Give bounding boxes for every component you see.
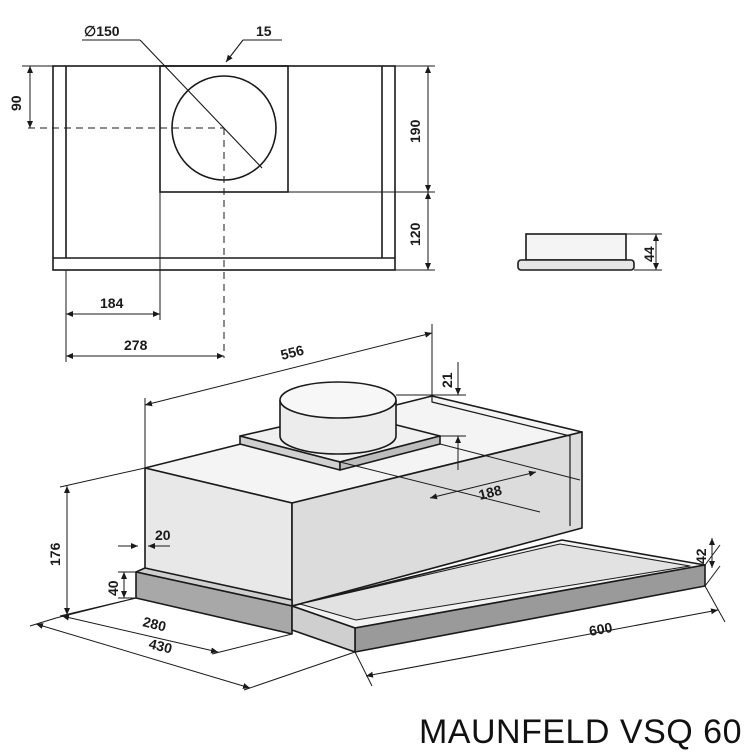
isometric-view bbox=[135, 381, 706, 653]
top-view-labels: ∅150 15 90 190 120 184 278 bbox=[8, 23, 423, 353]
dim-556-line bbox=[144, 331, 433, 407]
dim-280-ext-left bbox=[55, 597, 137, 619]
isometric-dimensions bbox=[29, 324, 726, 691]
label-diameter: ∅150 bbox=[84, 23, 120, 39]
dim-280-line bbox=[61, 614, 219, 654]
label-height-44: 44 bbox=[641, 246, 657, 262]
collar-top-ellipse bbox=[279, 381, 397, 419]
label-width-280: 280 bbox=[141, 613, 168, 634]
slide-inner-recess bbox=[299, 543, 691, 621]
dim-188-ext-b bbox=[439, 443, 581, 481]
side-profile-view bbox=[517, 233, 662, 271]
model-caption: MAUNFELD VSQ 60 bbox=[418, 713, 742, 751]
label-collar-21: 21 bbox=[439, 372, 455, 388]
top-view bbox=[22, 39, 435, 362]
label-slide-42: 42 bbox=[693, 548, 709, 564]
diameter-leader bbox=[139, 39, 263, 169]
side-profile-body bbox=[525, 233, 627, 261]
casing-back-rim bbox=[431, 396, 571, 526]
label-width-430: 430 bbox=[147, 635, 174, 656]
dim-430-ext-left bbox=[29, 617, 57, 627]
dim-430-ext-right bbox=[243, 651, 356, 691]
label-height-120: 120 bbox=[407, 222, 423, 246]
dim-42-ext-bot bbox=[704, 565, 721, 587]
label-front-40: 40 bbox=[105, 580, 121, 596]
dim-600-ext-right bbox=[704, 585, 726, 623]
label-lip-20: 20 bbox=[155, 527, 171, 543]
label-width-278: 278 bbox=[124, 337, 148, 353]
dim-188-line bbox=[429, 470, 537, 500]
label-width-600: 600 bbox=[588, 619, 614, 639]
dim-176-ext-top bbox=[59, 467, 146, 488]
label-width-184: 184 bbox=[100, 295, 124, 311]
side-profile-base bbox=[517, 259, 635, 271]
label-offset-15: 15 bbox=[256, 23, 272, 39]
dim-430-line bbox=[35, 623, 251, 689]
isometric-labels: 556 21 188 176 20 40 42 280 430 600 bbox=[47, 342, 709, 657]
offset-15-leader bbox=[225, 39, 244, 63]
label-offset-188: 188 bbox=[477, 482, 504, 503]
label-depth-556: 556 bbox=[279, 342, 306, 363]
label-height-176: 176 bbox=[47, 542, 63, 566]
label-height-90: 90 bbox=[8, 95, 24, 111]
dim-280-ext-right bbox=[211, 633, 293, 655]
dim-600-ext-left bbox=[354, 651, 373, 687]
label-height-190: 190 bbox=[407, 119, 423, 143]
dim-600-line bbox=[365, 608, 719, 678]
